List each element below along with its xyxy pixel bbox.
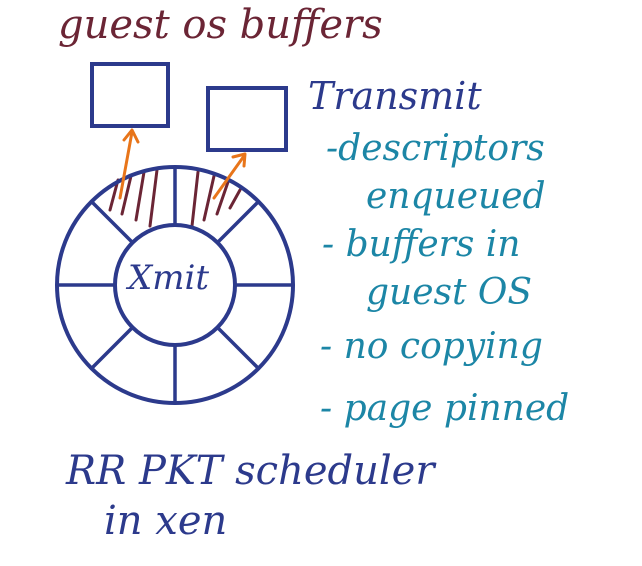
note-descriptors: -descriptors: [326, 128, 545, 169]
buffer-pointer-arrows: [118, 128, 247, 200]
note-buffers-in: - buffers in: [322, 224, 521, 265]
caption-line-1: RR PKT scheduler: [66, 448, 435, 494]
ring-spokes: [55, 165, 295, 405]
caption-line-2: in xen: [104, 498, 228, 544]
diagram-title: guest os buffers: [58, 2, 383, 48]
guest-buffer-box-2: [206, 86, 288, 152]
note-guest-os: guest OS: [366, 272, 533, 313]
note-no-copying: - no copying: [320, 326, 543, 367]
transmit-heading: Transmit: [308, 74, 482, 118]
note-enqueued: enqueued: [366, 176, 546, 217]
note-page-pinned: - page pinned: [320, 388, 570, 429]
guest-buffer-box-1: [90, 62, 170, 128]
ring-label: Xmit: [128, 258, 209, 298]
filled-descriptor-hatching: [108, 168, 242, 228]
